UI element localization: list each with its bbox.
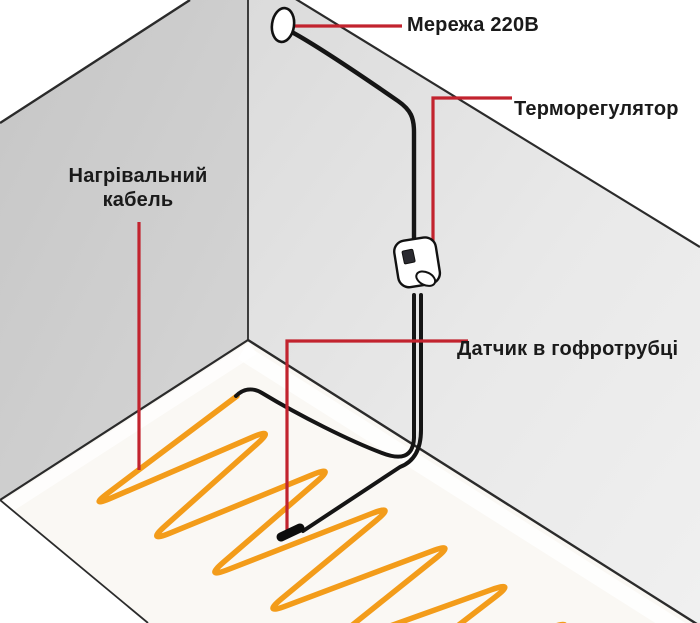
thermostat-knob	[415, 270, 437, 287]
right-wall	[248, 0, 700, 623]
thermostat-display	[401, 248, 416, 265]
heating-cable-label: Нагрівальний кабель	[68, 165, 208, 212]
heating-cable-path	[96, 393, 567, 623]
power-cable	[285, 27, 417, 243]
floor-highlight-back	[237, 345, 686, 623]
cold-lead-cable	[234, 293, 416, 459]
sensor-conduit-cable	[301, 293, 423, 533]
thermostat-label: Терморегулятор	[514, 98, 679, 120]
thermostat-pointer-line	[431, 96, 512, 243]
sensor-pointer-line	[285, 339, 468, 531]
network-label: Мережа 220В	[407, 14, 539, 36]
left-wall-top-edge	[0, 0, 191, 125]
left-floor-edge	[0, 339, 249, 501]
back-floor-edge	[247, 338, 698, 623]
ceiling-edge	[295, 0, 700, 248]
thermostat	[393, 236, 442, 289]
floor-front-edge	[0, 499, 149, 623]
sensor-label: Датчик в гофротрубці	[457, 338, 679, 360]
floor-highlight-left	[1, 342, 257, 514]
left-wall	[0, 0, 248, 500]
floor	[0, 340, 700, 623]
ceiling-outlet-icon	[270, 6, 296, 44]
floor-sensor-probe	[276, 523, 305, 542]
